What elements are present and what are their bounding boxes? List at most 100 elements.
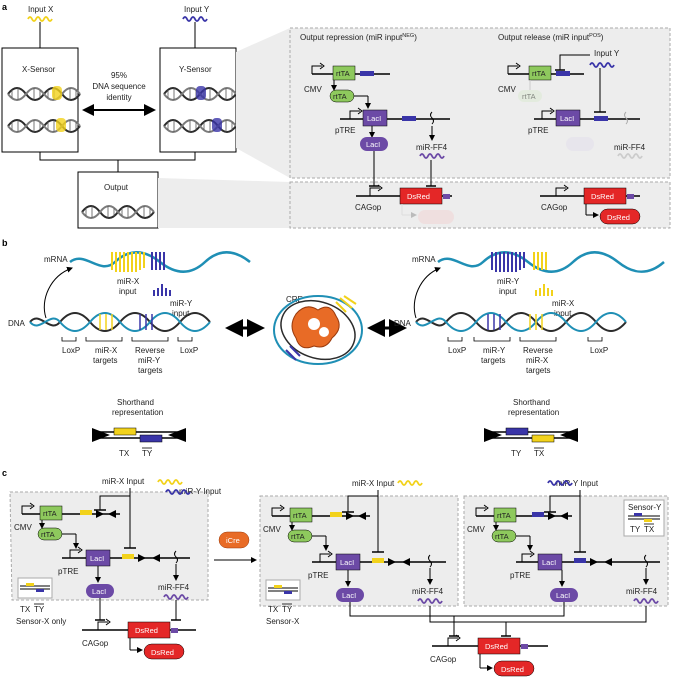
svg-text:LacI: LacI — [340, 558, 354, 567]
svg-text:pTRE: pTRE — [510, 571, 530, 580]
svg-text:CMV: CMV — [467, 525, 485, 534]
dna-label-right: DNA — [394, 319, 412, 328]
input-x-label: Input X — [28, 5, 54, 14]
svg-text:pTRE: pTRE — [58, 567, 78, 576]
cre-label: CRE — [286, 295, 303, 304]
release-title: Output release (miR inputPOS) — [498, 33, 604, 42]
svg-text:DsRed: DsRed — [607, 213, 630, 222]
svg-text:rtTA: rtTA — [291, 532, 305, 541]
b-right-input1-line1: miR-Y — [497, 277, 520, 286]
c-mirx-input-label-1: miR-X Input — [102, 477, 145, 486]
c-tag-tx-2: TX — [268, 605, 279, 614]
input-y-label: Input Y — [184, 5, 210, 14]
dna-label-left: DNA — [8, 319, 26, 328]
cmv-label-1: CMV — [304, 85, 322, 94]
b-left-tag-tx: TX — [119, 449, 130, 458]
c-tag-ty-1: TY — [34, 605, 45, 614]
svg-text:LacI: LacI — [92, 587, 106, 596]
svg-text:LacI: LacI — [342, 591, 356, 600]
identity-line-3: identity — [106, 93, 131, 102]
rtta-gene-1 — [332, 65, 356, 81]
svg-text:rtTA: rtTA — [497, 511, 511, 520]
x-sensor-label: X-Sensor — [22, 65, 56, 74]
c-output-1: CAGop DsRed DsRed — [82, 618, 196, 660]
dna-strand-right-b — [415, 312, 627, 332]
c-circuit-1: rtTA CMV rtTA pTRE LacI miR-FF4 LacI — [14, 502, 190, 600]
b-left-shorthand-line2: representation — [112, 408, 163, 417]
svg-text:CAGop: CAGop — [430, 655, 457, 664]
mrna-label-right: mRNA — [412, 255, 436, 264]
sensor-detail-panel — [289, 27, 671, 179]
cre-recombinase-complex: CRE — [273, 295, 363, 365]
svg-text:LacI: LacI — [556, 591, 570, 600]
input-y-small-label: Input Y — [594, 49, 620, 58]
svg-text:DsRed: DsRed — [591, 192, 614, 201]
c-circuit-3: rtTA CMV rtTA pTRE LacI miR-FF4 LacI — [467, 504, 660, 604]
svg-text:CMV: CMV — [498, 85, 516, 94]
loxp-label-right-1: LoxP — [448, 346, 466, 355]
icre-label: iCre — [226, 536, 240, 545]
laci-protein-faded — [566, 137, 594, 151]
svg-text:DsRed: DsRed — [501, 665, 524, 674]
c-circuit-2: rtTA CMV rtTA pTRE LacI miR-FF4 LacI — [263, 504, 446, 604]
svg-text:CAGop: CAGop — [82, 639, 109, 648]
svg-text:rtTA: rtTA — [495, 532, 509, 541]
b-right-targets1-line2: targets — [481, 356, 505, 365]
b-left-input1-line1: miR-X — [117, 277, 140, 286]
cagop-label-1: CAGop — [355, 203, 382, 212]
c-tag-ty-2: TY — [282, 605, 293, 614]
svg-text:LacI: LacI — [542, 558, 556, 567]
svg-text:DsRed: DsRed — [407, 192, 430, 201]
sensor-x-only-label: Sensor-X only — [16, 617, 66, 626]
input-x-squiggle-icon — [27, 16, 53, 22]
svg-text:miR-FF4: miR-FF4 — [412, 587, 444, 596]
b-left-targets2-line3: targets — [138, 366, 162, 375]
laci-protein-1 — [360, 137, 388, 151]
identity-line-1: 95% — [111, 71, 127, 80]
svg-text:CAGop: CAGop — [541, 203, 568, 212]
b-right-tag-tx: TX — [534, 449, 545, 458]
b-left-tag-ty: TY — [142, 449, 153, 458]
b-left-input2-line1: miR-Y — [170, 299, 193, 308]
miry-input-bars-right — [491, 252, 525, 272]
svg-text:rtTA: rtTA — [336, 69, 350, 78]
release-circuit: Input Y rtTA CMV rtTA pTRE LacI miR-FF4 … — [498, 49, 646, 225]
shorthand-left-icon — [92, 427, 186, 443]
sensor-y-key-box — [623, 499, 665, 537]
svg-text:rtTA: rtTA — [293, 511, 307, 520]
svg-text:rtTA: rtTA — [41, 530, 55, 539]
loxp-label-left-2: LoxP — [180, 346, 198, 355]
b-right-targets1-line1: miR-Y — [483, 346, 506, 355]
c-output-2: CAGop DsRed DsRed — [430, 634, 548, 677]
dna-strand-right-a — [415, 312, 627, 332]
b-left-targets1-line1: miR-X — [95, 346, 118, 355]
svg-text:CMV: CMV — [263, 525, 281, 534]
ptre-label-1: pTRE — [335, 126, 355, 135]
sensor-y-label: Sensor-Y — [628, 503, 662, 512]
c-tag-tx-1: TX — [20, 605, 31, 614]
shorthand-right-icon — [484, 427, 578, 443]
loxp-label-right-2: LoxP — [590, 346, 608, 355]
y-sensor-label: Y-Sensor — [179, 65, 212, 74]
svg-text:pTRE: pTRE — [528, 126, 548, 135]
svg-text:rtTA: rtTA — [43, 509, 57, 518]
b-left-input1-line2: input — [119, 287, 137, 296]
c-miry-input-label-1: miR-Y Input — [179, 487, 222, 496]
mirx-input-bars-left — [111, 252, 145, 272]
laci-gene-1 — [362, 109, 388, 127]
svg-text:LacI: LacI — [366, 140, 380, 149]
mirff4-label-1: miR-FF4 — [416, 143, 448, 152]
b-right-input2-line2: input — [554, 309, 572, 318]
miry-input-bars-left — [151, 252, 171, 296]
svg-text:LacI: LacI — [90, 554, 104, 563]
rtta-protein-faded — [518, 90, 542, 102]
panel-a-label: a — [2, 2, 8, 12]
b-left-input2-line2: input — [172, 309, 190, 318]
repression-circuit: rtTA CMV rtTA pTRE LacI miR-FF4 LacI CAG… — [304, 62, 454, 224]
zoom-shade-output — [158, 178, 290, 228]
b-right-shorthand-line1: Shorthand — [513, 398, 550, 407]
svg-text:DsRed: DsRed — [151, 648, 174, 657]
c-mirx-input-label-2: miR-X Input — [352, 479, 395, 488]
svg-text:miR-FF4: miR-FF4 — [626, 587, 658, 596]
